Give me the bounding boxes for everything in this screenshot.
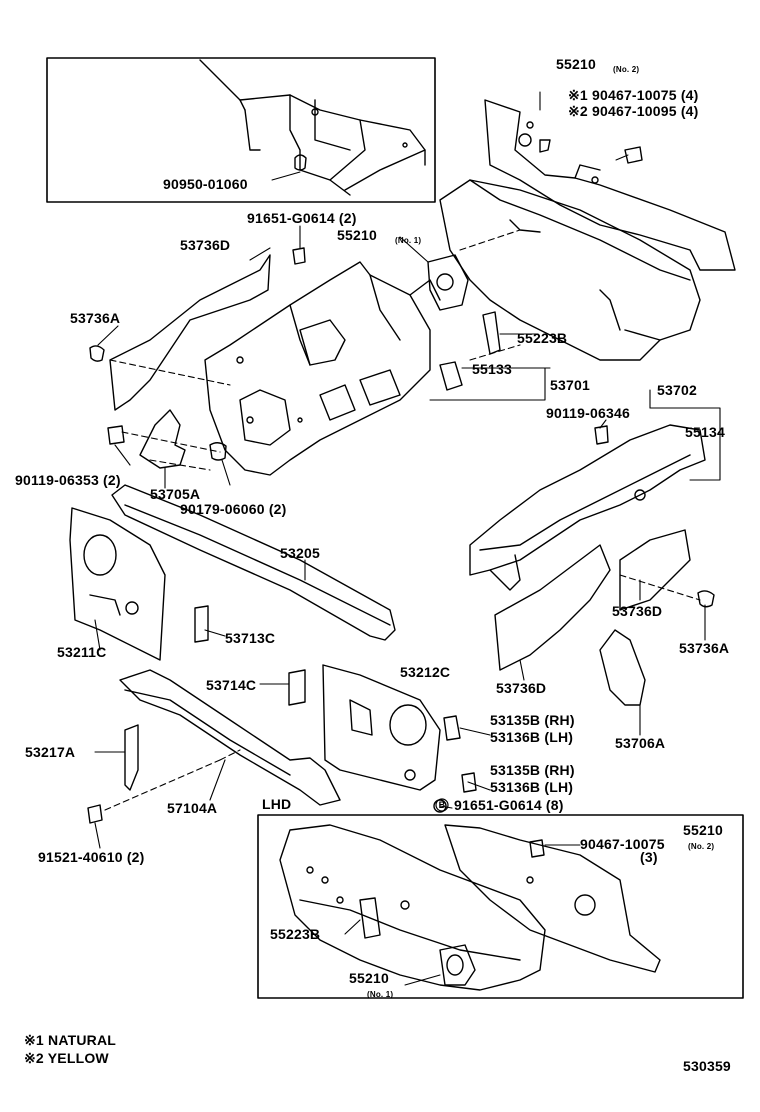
label-55134: 55134 [685,424,725,440]
label-55133: 55133 [472,361,512,377]
leader-lines [94,91,721,849]
cowl-panel-upper [439,99,736,361]
inset-box-top [46,57,436,203]
label-55210-lhd-qty: (3) [640,849,658,865]
label-90467-10075: ※1 90467-10075 (4) [568,87,699,103]
label-53736d-top: 53736D [180,237,231,253]
label-55223b-top: 55223B [517,330,568,346]
label-53705a: 53705A [150,486,201,502]
label-53136b-lh-1: 53136B (LH) [490,729,574,745]
label-90179-06060: 90179-06060 (2) [180,501,287,517]
label-55210-top-note: (No. 2) [613,65,640,74]
bracket-53705a [107,409,227,469]
label-lhd: LHD [262,796,292,812]
label-90119-06353: 90119-06353 (2) [15,472,121,488]
label-57104a: 57104A [167,800,218,816]
note-natural: ※1 NATURAL [24,1032,117,1048]
label-53205: 53205 [280,545,320,561]
radiator-support-side-right [322,664,477,813]
note-yellow: ※2 YELLOW [24,1050,109,1066]
radiator-support-upper [111,484,396,641]
label-53135b-rh-1: 53135B (RH) [490,712,575,728]
label-53714c: 53714C [206,677,257,693]
label-53736a-left: 53736A [70,310,121,326]
label-53136b-lh-2: 53136B (LH) [490,779,574,795]
label-53701: 53701 [550,377,590,393]
apron-assembly-left [89,247,501,476]
label-53736a-right: 53736A [679,640,730,656]
label-53217a: 53217A [25,744,76,760]
label-91651-g0614-8: 91651-G0614 (8) [454,797,564,813]
label-90467-10075-lhd: 90467-10075 [580,836,665,852]
label-55210-mid-note: (No. 1) [395,236,422,245]
radiator-support-lower [87,669,341,824]
label-circle-b: B [438,800,446,810]
label-55210-top: 55210 [556,56,596,72]
splash-shields [494,529,715,706]
diagram-id: 530359 [683,1058,731,1074]
label-55210-lhd: 55210 [683,822,723,838]
inset-box-lhd [257,814,744,999]
label-53736d-bottom: 53736D [496,680,547,696]
label-55210-lhd-bottom: 55210 [349,970,389,986]
dashed-guides [104,229,701,811]
small-brackets [194,605,306,706]
label-91521-40610: 91521-40610 (2) [38,849,145,865]
label-53736d-right: 53736D [612,603,663,619]
label-90119-06346: 90119-06346 [546,405,630,421]
radiator-support-side-left [69,507,166,661]
label-55210-lhd-bottom-note: (No. 1) [367,990,394,999]
label-53135b-rh-2: 53135B (RH) [490,762,575,778]
label-55223b-lhd: 55223B [270,926,321,942]
label-55210-mid: 55210 [337,227,377,243]
label-53212c: 53212C [400,664,451,680]
label-53211c: 53211C [57,644,107,660]
label-53713c: 53713C [225,630,276,646]
label-55210-lhd-note: (No. 2) [688,842,715,851]
label-90950-01060: 90950-01060 [163,176,248,192]
apron-assembly-right [469,424,706,591]
label-53702: 53702 [657,382,697,398]
label-90467-10095: ※2 90467-10095 (4) [568,103,699,119]
lhd-leaders [344,844,581,986]
label-91651-g0614-top: 91651-G0614 (2) [247,210,357,226]
label-53706a: 53706A [615,735,666,751]
